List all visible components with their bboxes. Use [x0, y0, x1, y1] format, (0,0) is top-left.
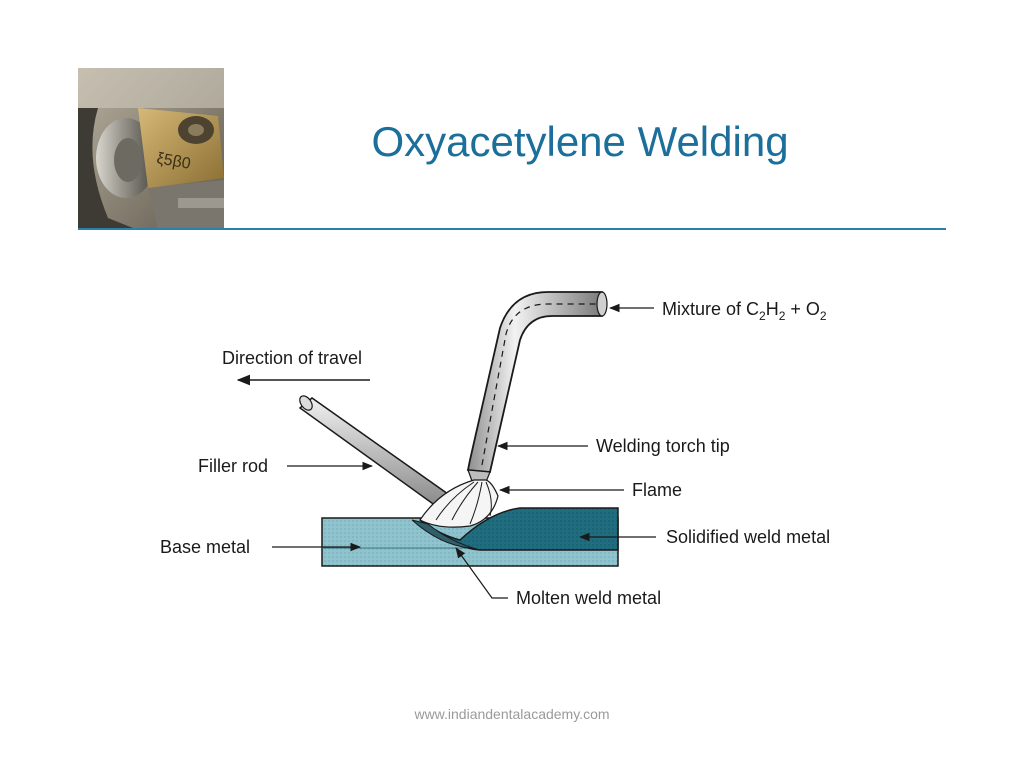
mixture-mid-1: H [766, 299, 779, 319]
label-welding-torch-tip: Welding torch tip [596, 436, 730, 456]
page-title: Oxyacetylene Welding [371, 118, 789, 165]
title-divider [78, 228, 946, 230]
mixture-prefix: Mixture of C [662, 299, 759, 319]
mixture-sub-3: 2 [820, 309, 827, 323]
molten-weld-metal [411, 519, 481, 551]
footer-url: www.indiandentalacademy.com [414, 706, 610, 722]
svg-text:ξ5β0: ξ5β0 [155, 150, 192, 173]
label-filler-rod: Filler rod [198, 456, 268, 476]
mixture-mid-2: + O [785, 299, 820, 319]
label-molten-weld-metal: Molten weld metal [516, 588, 661, 608]
arrow-molten [455, 547, 508, 599]
flame [419, 479, 499, 528]
photo-image: ξ5β0 [78, 68, 224, 230]
label-solidified-weld-metal: Solidified weld metal [666, 527, 830, 547]
label-flame: Flame [632, 480, 682, 500]
label-mixture: Mixture of C2H2 + O2 [662, 299, 827, 323]
welding-photo-thumbnail: ξ5β0 [78, 68, 224, 230]
filler-rod [298, 395, 450, 507]
mixture-sub-1: 2 [759, 309, 766, 323]
leader-lines [236, 303, 656, 599]
label-base-metal: Base metal [160, 537, 250, 557]
mixture-sub-2: 2 [779, 309, 786, 323]
label-direction-of-travel: Direction of travel [222, 348, 362, 368]
welding-torch [466, 291, 608, 483]
